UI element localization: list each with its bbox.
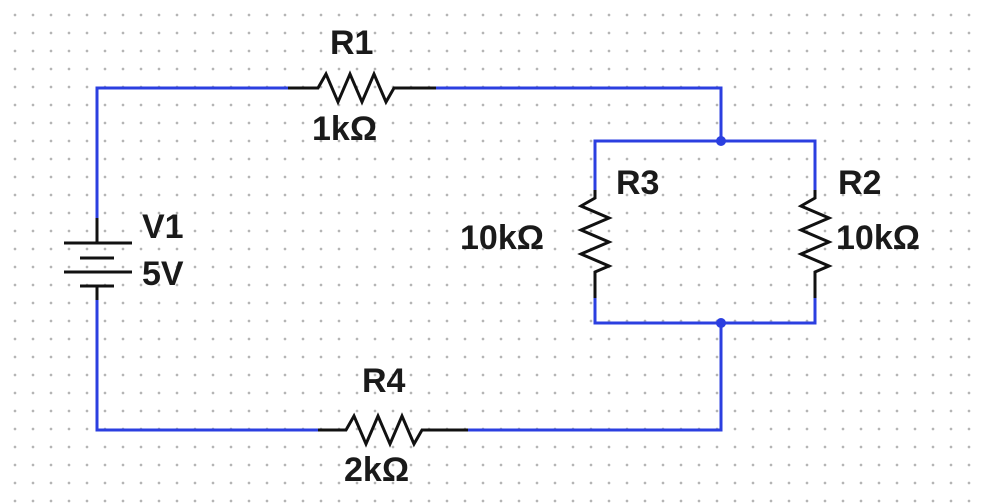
resistor-r3[interactable]: R3 10kΩ [460,164,659,298]
resistor-r1-ref: R1 [330,24,373,62]
resistor-r2-value: 10kΩ [836,219,920,257]
resistor-r1-symbol [288,70,436,106]
junction-node-bottom[interactable] [716,318,726,328]
junction-node-top[interactable] [716,136,726,146]
resistor-r1[interactable]: R1 1kΩ [288,24,436,148]
battery-v1[interactable]: V1 5V [64,208,184,300]
resistor-r3-symbol [577,190,613,298]
wires [95,86,817,432]
resistor-r2[interactable]: R2 10kΩ [797,164,920,298]
wire-bottom-left[interactable] [95,300,318,432]
resistor-r4-value: 2kΩ [344,451,409,489]
resistor-r4-symbol [318,412,468,448]
wire-parallel-top[interactable] [593,139,817,190]
resistor-r2-ref: R2 [838,164,881,202]
battery-v1-ref: V1 [142,208,184,246]
wire-right-bottom[interactable] [468,323,723,432]
resistor-r4-ref: R4 [362,362,406,400]
wire-top-right[interactable] [436,86,723,141]
wire-left-top[interactable] [95,86,288,218]
resistor-r1-value: 1kΩ [312,110,377,148]
resistor-r3-ref: R3 [616,164,659,202]
battery-v1-value: 5V [142,255,184,293]
resistor-r4[interactable]: R4 2kΩ [318,362,468,489]
resistor-r2-symbol [797,190,833,298]
wire-parallel-bottom[interactable] [593,298,817,325]
resistor-r3-value: 10kΩ [460,219,544,257]
